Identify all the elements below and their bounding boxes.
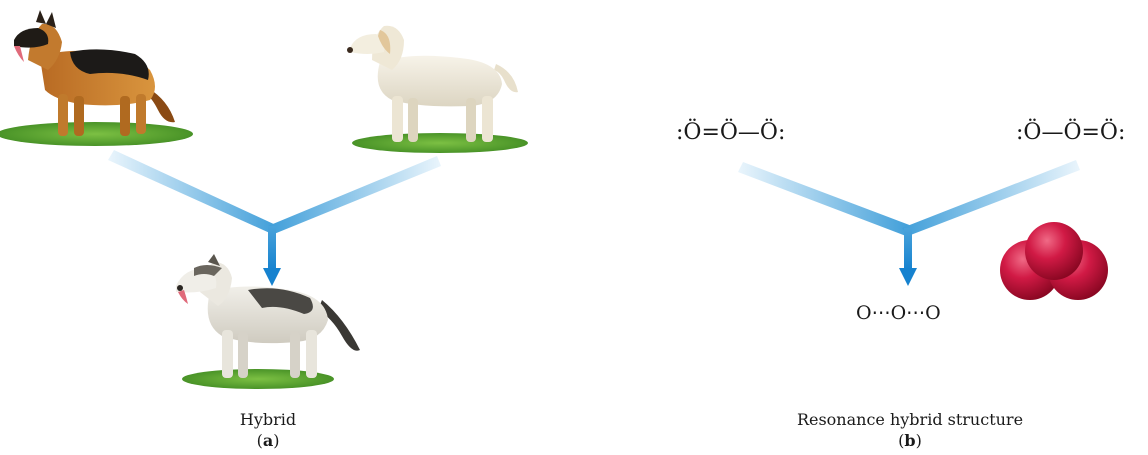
panel-letter-b: b (904, 431, 916, 450)
arrow-arm-right (268, 156, 441, 234)
labrador-illustration (347, 25, 528, 153)
german-shepherd-illustration (0, 10, 193, 146)
grass-patch (352, 133, 528, 153)
resonance-hybrid-formula: O⋯O⋯O (856, 302, 941, 324)
grass-patch (0, 122, 193, 146)
resonance-structure-left: :Ö=Ö—Ö: (676, 120, 786, 145)
hybrid-dog-illustration (176, 254, 360, 389)
oxygen-atom-center (1025, 222, 1083, 280)
arrowhead (899, 268, 917, 286)
arrow-arm-right (902, 160, 1080, 236)
caption-resonance-hybrid: Resonance hybrid structure (796, 410, 1024, 429)
arrow-arm-left (738, 162, 912, 236)
ozone-space-filling-model (1000, 222, 1108, 300)
merge-arrow-a (108, 150, 441, 286)
merge-arrow-b (738, 160, 1080, 286)
caption-hybrid: Hybrid (239, 410, 297, 429)
panel-letter-a: a (262, 431, 274, 450)
panel-label-a: (a) (256, 431, 280, 450)
resonance-structure-right: :Ö—Ö=Ö: (1016, 120, 1126, 145)
arrow-stem (268, 226, 276, 270)
arrow-stem (904, 228, 912, 270)
panel-label-b: (b) (898, 431, 922, 450)
arrow-arm-left (108, 150, 278, 234)
arrowhead (263, 268, 281, 286)
